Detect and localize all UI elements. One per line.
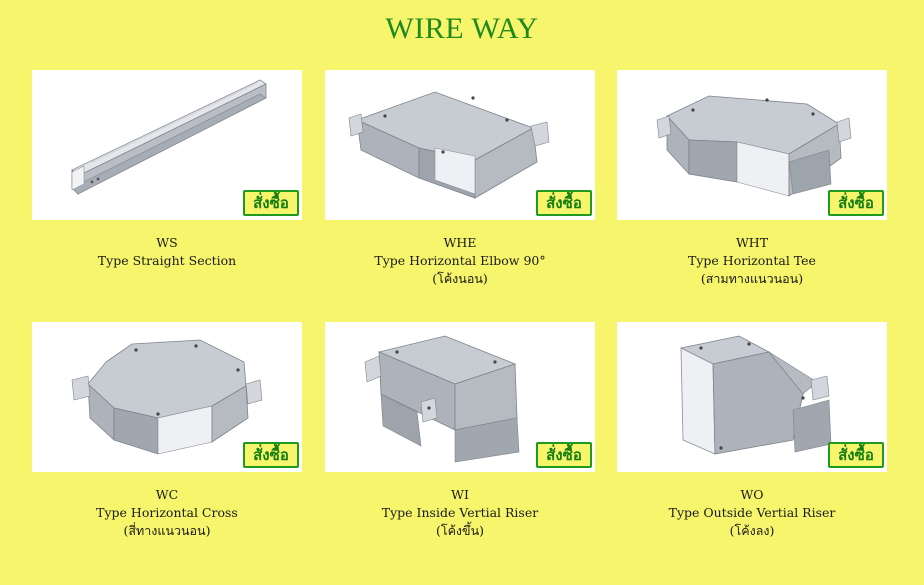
product-card-wc: สั่งซื้อ WC Type Horizontal Cross (สี่ทา…	[32, 322, 302, 540]
product-code: WC	[155, 487, 179, 502]
product-card-wi: สั่งซื้อ WI Type Inside Vertial Riser (โ…	[325, 322, 595, 540]
horizontal-cross-illustration	[71, 339, 263, 455]
product-card-whe: สั่งซื้อ WHE Type Horizontal Elbow 90° (…	[325, 70, 595, 288]
product-type: Type Horizontal Cross	[96, 505, 238, 520]
product-code: WHT	[735, 235, 769, 250]
product-thai: (สี่ทางแนวนอน)	[123, 523, 211, 538]
product-image-wht[interactable]: สั่งซื้อ	[617, 70, 887, 220]
product-thai: (โค้งนอน)	[432, 271, 488, 286]
inside-riser-illustration	[364, 335, 520, 463]
product-code: WHE	[443, 235, 477, 250]
product-thai: (สามทางแนวนอน)	[700, 271, 804, 286]
product-type: Type Horizontal Elbow 90°	[374, 253, 546, 268]
product-image-wc[interactable]: สั่งซื้อ	[32, 322, 302, 472]
product-thai: (โค้งลง)	[729, 523, 775, 538]
product-caption-wi: WI Type Inside Vertial Riser (โค้งขึ้น)	[325, 486, 595, 540]
product-code: WS	[156, 235, 178, 250]
horizontal-elbow-illustration	[348, 91, 550, 199]
product-caption-wht: WHT Type Horizontal Tee (สามทางแนวนอน)	[617, 234, 887, 288]
product-caption-whe: WHE Type Horizontal Elbow 90° (โค้งนอน)	[325, 234, 595, 288]
buy-button-whe[interactable]: สั่งซื้อ	[536, 190, 592, 216]
product-caption-wo: WO Type Outside Vertial Riser (โค้งลง)	[617, 486, 887, 540]
horizontal-tee-illustration	[656, 95, 852, 197]
product-type: Type Horizontal Tee	[688, 253, 816, 268]
product-code: WO	[740, 487, 764, 502]
product-image-ws[interactable]: สั่งซื้อ	[32, 70, 302, 220]
buy-button-wc[interactable]: สั่งซื้อ	[243, 442, 299, 468]
buy-button-wo[interactable]: สั่งซื้อ	[828, 442, 884, 468]
product-image-wo[interactable]: สั่งซื้อ	[617, 322, 887, 472]
outside-riser-illustration	[679, 335, 832, 455]
product-image-whe[interactable]: สั่งซื้อ	[325, 70, 595, 220]
product-type: Type Inside Vertial Riser	[381, 505, 539, 520]
product-thai: (โค้งขึ้น)	[435, 523, 485, 538]
product-card-wht: สั่งซื้อ WHT Type Horizontal Tee (สามทาง…	[617, 70, 887, 288]
product-image-wi[interactable]: สั่งซื้อ	[325, 322, 595, 472]
buy-button-wht[interactable]: สั่งซื้อ	[828, 190, 884, 216]
product-card-ws: สั่งซื้อ WS Type Straight Section	[32, 70, 302, 270]
product-card-wo: สั่งซื้อ WO Type Outside Vertial Riser (…	[617, 322, 887, 540]
product-type: Type Outside Vertial Riser	[668, 505, 836, 520]
buy-button-wi[interactable]: สั่งซื้อ	[536, 442, 592, 468]
product-code: WI	[451, 487, 469, 502]
product-caption-ws: WS Type Straight Section	[32, 234, 302, 270]
product-caption-wc: WC Type Horizontal Cross (สี่ทางแนวนอน)	[32, 486, 302, 540]
straight-section-illustration	[71, 79, 267, 195]
product-type: Type Straight Section	[97, 253, 237, 268]
buy-button-ws[interactable]: สั่งซื้อ	[243, 190, 299, 216]
page-title: WIRE WAY	[385, 12, 539, 45]
